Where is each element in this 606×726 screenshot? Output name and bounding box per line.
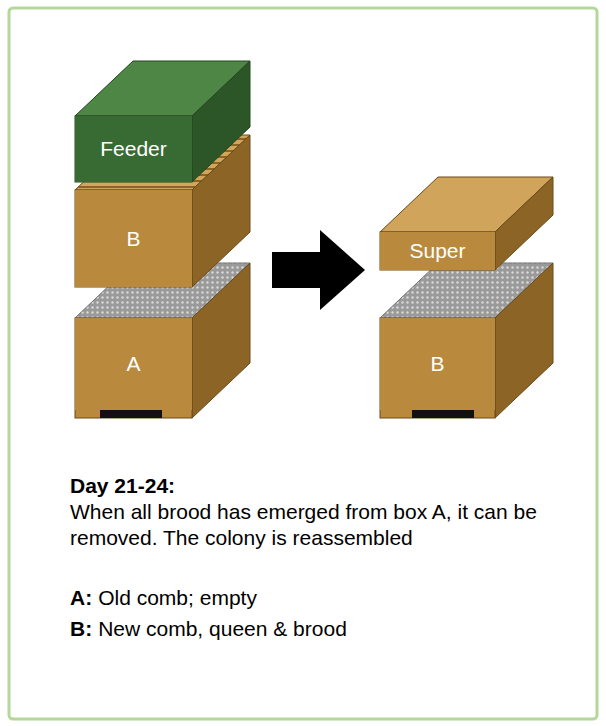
feeder-face: Feeder bbox=[75, 116, 192, 182]
key-row: B:New comb, queen & brood bbox=[70, 617, 347, 641]
super-face: Super bbox=[380, 232, 495, 270]
key-letter: A: bbox=[70, 586, 92, 610]
brood-box-face: A bbox=[75, 318, 192, 410]
brood-box-face: B bbox=[380, 318, 495, 410]
key-row: A:Old comb; empty bbox=[70, 586, 257, 610]
step-heading: Day 21-24: bbox=[70, 474, 175, 498]
key-letter: B: bbox=[70, 617, 92, 641]
panel-border bbox=[9, 8, 597, 719]
brood-box-face: B bbox=[75, 190, 192, 287]
box-label: B bbox=[126, 227, 140, 251]
key-description: Old comb; empty bbox=[98, 586, 257, 610]
box-label: A bbox=[126, 352, 140, 376]
box-label: B bbox=[430, 352, 444, 376]
box-label: Feeder bbox=[100, 137, 167, 161]
box-label: Super bbox=[409, 239, 465, 263]
step-description: When all brood has emerged from box A, i… bbox=[70, 499, 565, 551]
feeder-box bbox=[75, 61, 250, 182]
super-box bbox=[380, 177, 553, 270]
key-description: New comb, queen & brood bbox=[98, 617, 347, 641]
transition-arrow bbox=[272, 230, 365, 310]
box-b-right bbox=[380, 263, 553, 418]
box-b-left bbox=[75, 135, 250, 287]
